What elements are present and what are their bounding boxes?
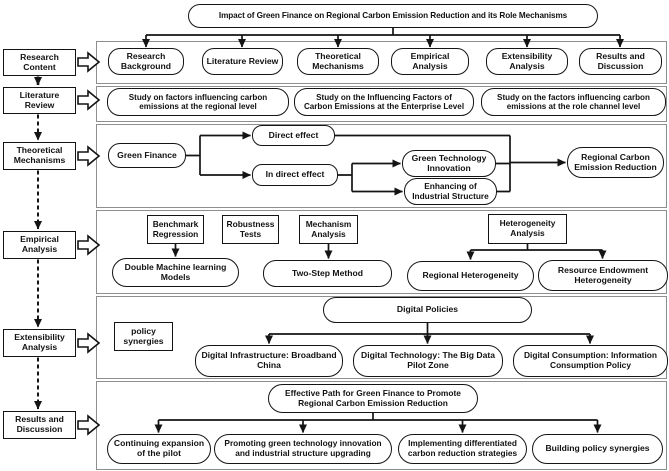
line-1: Implementing differentiated	[408, 438, 517, 449]
node-study-role-channel-level: Study on the factors influencing carbon …	[481, 88, 666, 116]
line-1: Study on the Influencing Factors of	[316, 92, 452, 102]
node-digital-infrastructure: Digital Infrastructure: Broadband China	[195, 345, 343, 377]
line-1: Effective Path for Green Finance to Prom…	[285, 387, 461, 398]
node-path-continuing-expansion: Continuing expansion of the pilot	[107, 434, 211, 464]
sidebar-item-theoretical-mechanisms: Theoretical Mechanisms	[3, 142, 76, 170]
node-path-promoting-green-tech: Promoting green technology innovation an…	[214, 434, 392, 464]
node-two-step-method: Two-Step Method	[263, 260, 392, 287]
line-2: Regional Carbon Emission Reduction	[298, 397, 448, 408]
line-2: emissions at the regional level	[139, 102, 257, 111]
node-resource-endowment-heterogeneity: Resource Endowment Heterogeneity	[538, 260, 668, 291]
line-1: Study on factors influencing carbon	[128, 92, 268, 102]
node-green-finance: Green Finance	[108, 143, 186, 168]
node-robustness-tests: Robustness Tests	[222, 215, 279, 244]
node-benchmark-regression: Benchmark Regression	[147, 215, 204, 244]
node-mechanism-analysis: Mechanism Analysis	[299, 215, 358, 244]
node-effective-path: Effective Path for Green Finance to Prom…	[268, 384, 478, 413]
node-path-building-policy-synergies: Building policy synergies	[532, 434, 663, 464]
node-results-discussion: Results and Discussion	[579, 48, 662, 75]
node-empirical-analysis: Empirical Analysis	[391, 48, 469, 75]
node-research-background: Research Background	[108, 48, 184, 75]
node-study-enterprise-level: Study on the Influencing Factors of Carb…	[294, 88, 474, 116]
node-regional-carbon-emission-reduction: Regional Carbon Emission Reduction	[567, 147, 664, 178]
sidebar-item-empirical-analysis: Empirical Analysis	[3, 231, 76, 259]
node-literature-review: Literature Review	[202, 48, 283, 75]
sidebar-item-extensibility-analysis: Extensibility Analysis	[3, 329, 76, 357]
node-policy-synergies: policy synergies	[114, 322, 173, 351]
panel-research-content	[96, 41, 667, 84]
diagram-title: Impact of Green Finance on Regional Carb…	[188, 4, 598, 28]
node-double-machine-learning-models: Double Machine learning Models	[112, 258, 239, 287]
sidebar-item-results-discussion: Results and Discussion	[3, 411, 76, 439]
title-tree-line	[146, 27, 620, 36]
line-1: Study on the factors influencing carbon	[497, 92, 650, 102]
node-study-regional-level: Study on factors influencing carbon emis…	[107, 88, 289, 116]
node-digital-consumption: Digital Consumption: Information Consump…	[513, 345, 668, 377]
sidebar-item-literature-review: Literature Review	[3, 87, 76, 114]
line-2: Carbon Emissions at the Enterprise Level	[303, 102, 465, 111]
node-theoretical-mechanisms: Theoretical Mechanisms	[297, 48, 379, 75]
node-green-technology-innovation: Green Technology Innovation	[402, 150, 496, 177]
line-2: carbon reduction strategies	[407, 448, 518, 458]
line-1: Continuing expansion	[113, 438, 205, 449]
sidebar-item-research-content: Research Content	[3, 49, 76, 76]
node-direct-effect: Direct effect	[252, 125, 335, 146]
line-1: Promoting green technology innovation	[224, 438, 382, 449]
line-2: emissions at the role channel level	[506, 102, 641, 111]
node-enhancing-industrial-structure: Enhancing of Industrial Structure	[404, 178, 497, 205]
line-2: of the pilot	[137, 448, 181, 458]
node-heterogeneity-analysis: Heterogeneity Analysis	[488, 214, 567, 244]
line-2: and industrial structure upgrading	[235, 448, 371, 458]
node-regional-heterogeneity: Regional Heterogeneity	[407, 261, 534, 291]
node-indirect-effect: In direct effect	[252, 164, 338, 186]
node-digital-technology: Digital Technology: The Big Data Pilot Z…	[353, 345, 503, 377]
node-extensibility-analysis: Extensibility Analysis	[486, 48, 568, 75]
node-digital-policies: Digital Policies	[323, 297, 532, 323]
node-path-implementing-differentiated: Implementing differentiated carbon reduc…	[398, 434, 527, 464]
